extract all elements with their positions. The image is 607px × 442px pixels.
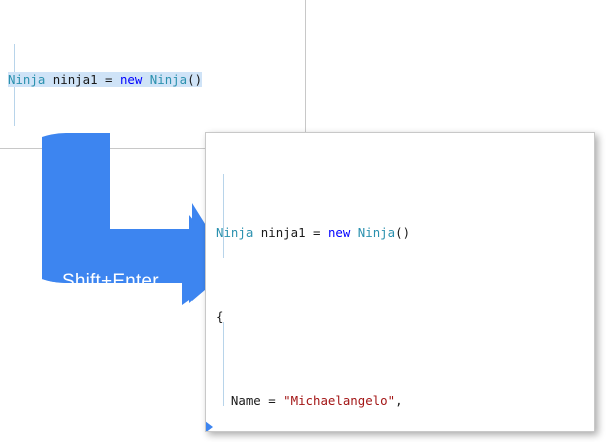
result-code-panel[interactable]: Ninja ninja1 = new Ninja() { Name = "Mic… (205, 132, 595, 432)
gutter-change-marker-icon (206, 421, 213, 431)
token-type-ninja-ctor: Ninja (357, 225, 396, 240)
token-equals: = (305, 225, 328, 240)
indent-guide-line (223, 174, 224, 258)
indent-guide-line (223, 322, 224, 406)
token-type-ninja: Ninja (216, 225, 254, 240)
token-brace-open: { (216, 309, 224, 324)
token-equals: = (260, 393, 284, 408)
result-code-text[interactable]: Ninja ninja1 = new Ninja() { Name = "Mic… (216, 138, 522, 431)
token-keyword-new: new (119, 72, 143, 87)
token-string-michaelangelo: "Michaelangelo" (283, 393, 396, 408)
code-line: Name = "Michaelangelo", (216, 390, 522, 411)
original-code-panel[interactable]: Ninja ninja1 = new Ninja() { Name = "Mic… (0, 0, 306, 149)
token-prop-name: Name (230, 393, 261, 408)
token-keyword-new: new (327, 225, 351, 240)
shift-enter-arrow (0, 133, 232, 305)
token-comma: , (395, 393, 403, 408)
token-var-ninja1: ninja1 (52, 72, 98, 87)
code-line: { (216, 306, 522, 327)
elbow-arrow-right-icon (0, 133, 232, 305)
code-line: Ninja ninja1 = new Ninja() (216, 222, 522, 243)
token-equals: = (97, 72, 120, 87)
token-parens: () (395, 225, 411, 240)
token-parens: () (187, 72, 203, 87)
code-line: Ninja ninja1 = new Ninja() (8, 69, 305, 90)
token-type-ninja-ctor: Ninja (149, 72, 188, 87)
token-type-ninja: Ninja (8, 72, 46, 87)
original-code-text[interactable]: Ninja ninja1 = new Ninja() { Name = "Mic… (8, 6, 305, 148)
token-var-ninja1: ninja1 (260, 225, 306, 240)
